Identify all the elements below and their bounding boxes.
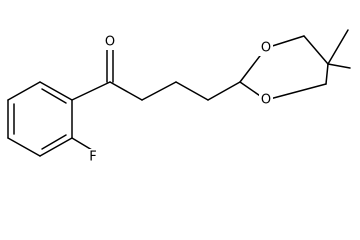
aryl-fluorine-bond (71, 137, 93, 151)
chain-bond (109, 81, 143, 101)
dioxane-ring (239, 29, 351, 101)
butanone-chain (71, 49, 241, 101)
atom-label-carbonyl-oxygen: O (103, 34, 117, 50)
chain-bond (175, 81, 209, 101)
chain-bond (207, 81, 241, 101)
ring-oxygen-bottom-label: O (261, 93, 271, 108)
benzene-ring (7, 81, 73, 157)
ring-bond (39, 137, 73, 157)
aromatic-double-bond (41, 88, 67, 104)
atom-label-ring-oxygen-bottom: O (259, 92, 273, 108)
ring-bond (39, 81, 73, 101)
chemical-structure-diagram: O O O F (7, 29, 351, 165)
ring-bond (325, 63, 329, 85)
ring-bond (7, 137, 41, 157)
atom-label-fluorine: F (87, 149, 100, 165)
ring-oxygen-top-label: O (261, 41, 271, 56)
chain-bond (141, 81, 177, 101)
ring-bond (303, 35, 329, 65)
methyl-bond (327, 29, 349, 65)
aromatic-double-bond (41, 134, 67, 150)
atom-label-ring-oxygen-top: O (259, 40, 273, 56)
ring-bond (7, 81, 41, 101)
molecule-drawing: O O O F (7, 29, 351, 165)
aryl-carbonyl-bond (71, 81, 111, 101)
methyl-bond (327, 63, 351, 69)
fluorine-label: F (89, 150, 96, 165)
carbonyl-oxygen-label: O (105, 35, 115, 50)
ring-bond (265, 83, 327, 101)
